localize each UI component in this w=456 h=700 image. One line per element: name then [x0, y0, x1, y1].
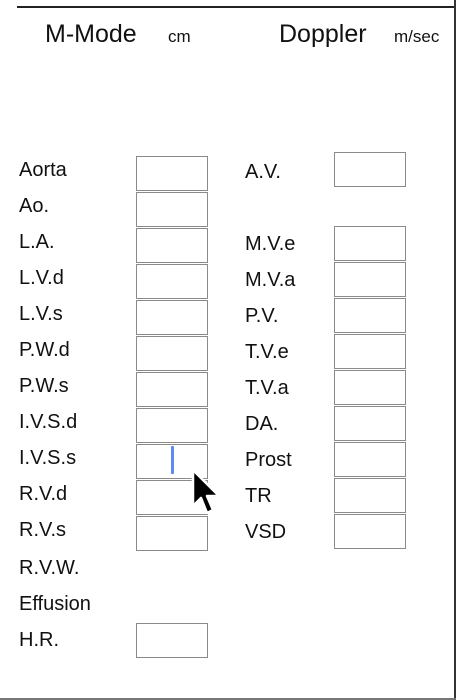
pws-field[interactable]	[136, 372, 208, 407]
label-vsd: VSD	[245, 521, 287, 543]
label-tve: T.V.e	[245, 341, 289, 363]
ao-field[interactable]	[136, 192, 208, 227]
label-rvd: R.V.d	[19, 483, 68, 505]
lvd-field[interactable]	[136, 264, 208, 299]
top-divider	[17, 6, 456, 8]
label-ivsd: I.V.S.d	[19, 411, 78, 433]
mmode-unit: cm	[168, 27, 191, 46]
mouse-pointer-icon	[191, 468, 221, 515]
hr-field[interactable]	[136, 623, 208, 658]
tr-field[interactable]	[334, 478, 406, 513]
label-ivss: I.V.S.s	[19, 447, 77, 469]
mva-field[interactable]	[334, 262, 406, 297]
label-lvs: L.V.s	[19, 303, 63, 325]
rvs-field[interactable]	[136, 516, 208, 551]
label-pv: P.V.	[245, 305, 279, 327]
da-field[interactable]	[334, 406, 406, 441]
prost-field[interactable]	[334, 442, 406, 477]
label-la: L.A.	[19, 231, 55, 253]
label-pws: P.W.s	[19, 375, 69, 397]
lvs-field[interactable]	[136, 300, 208, 335]
label-aorta: Aorta	[19, 159, 67, 181]
label-av: A.V.	[245, 161, 281, 183]
label-prost: Prost	[245, 449, 292, 471]
label-hr: H.R.	[19, 629, 59, 651]
av-field[interactable]	[334, 152, 406, 187]
label-rvw: R.V.W.	[19, 557, 80, 579]
mmode-title: M-Mode	[45, 20, 137, 48]
text-caret	[171, 446, 174, 474]
label-lvd: L.V.d	[19, 267, 64, 289]
right-divider	[454, 0, 456, 700]
doppler-title: Doppler	[279, 20, 367, 48]
pv-field[interactable]	[334, 298, 406, 333]
tve-field[interactable]	[334, 334, 406, 369]
label-rvs: R.V.s	[19, 519, 67, 541]
tva-field[interactable]	[334, 370, 406, 405]
doppler-unit: m/sec	[394, 27, 440, 46]
label-pwd: P.W.d	[19, 339, 70, 361]
label-mva: M.V.a	[245, 269, 296, 291]
ivsd-field[interactable]	[136, 408, 208, 443]
label-effusion: Effusion	[19, 593, 91, 615]
la-field[interactable]	[136, 228, 208, 263]
label-ao: Ao.	[19, 195, 50, 217]
label-tva: T.V.a	[245, 377, 289, 399]
aorta-field[interactable]	[136, 156, 208, 191]
mve-field[interactable]	[334, 226, 406, 261]
bottom-divider	[0, 698, 456, 700]
vsd-field[interactable]	[334, 514, 406, 549]
label-da: DA.	[245, 413, 279, 435]
label-mve: M.V.e	[245, 233, 296, 255]
label-tr: TR	[245, 485, 272, 507]
pwd-field[interactable]	[136, 336, 208, 371]
